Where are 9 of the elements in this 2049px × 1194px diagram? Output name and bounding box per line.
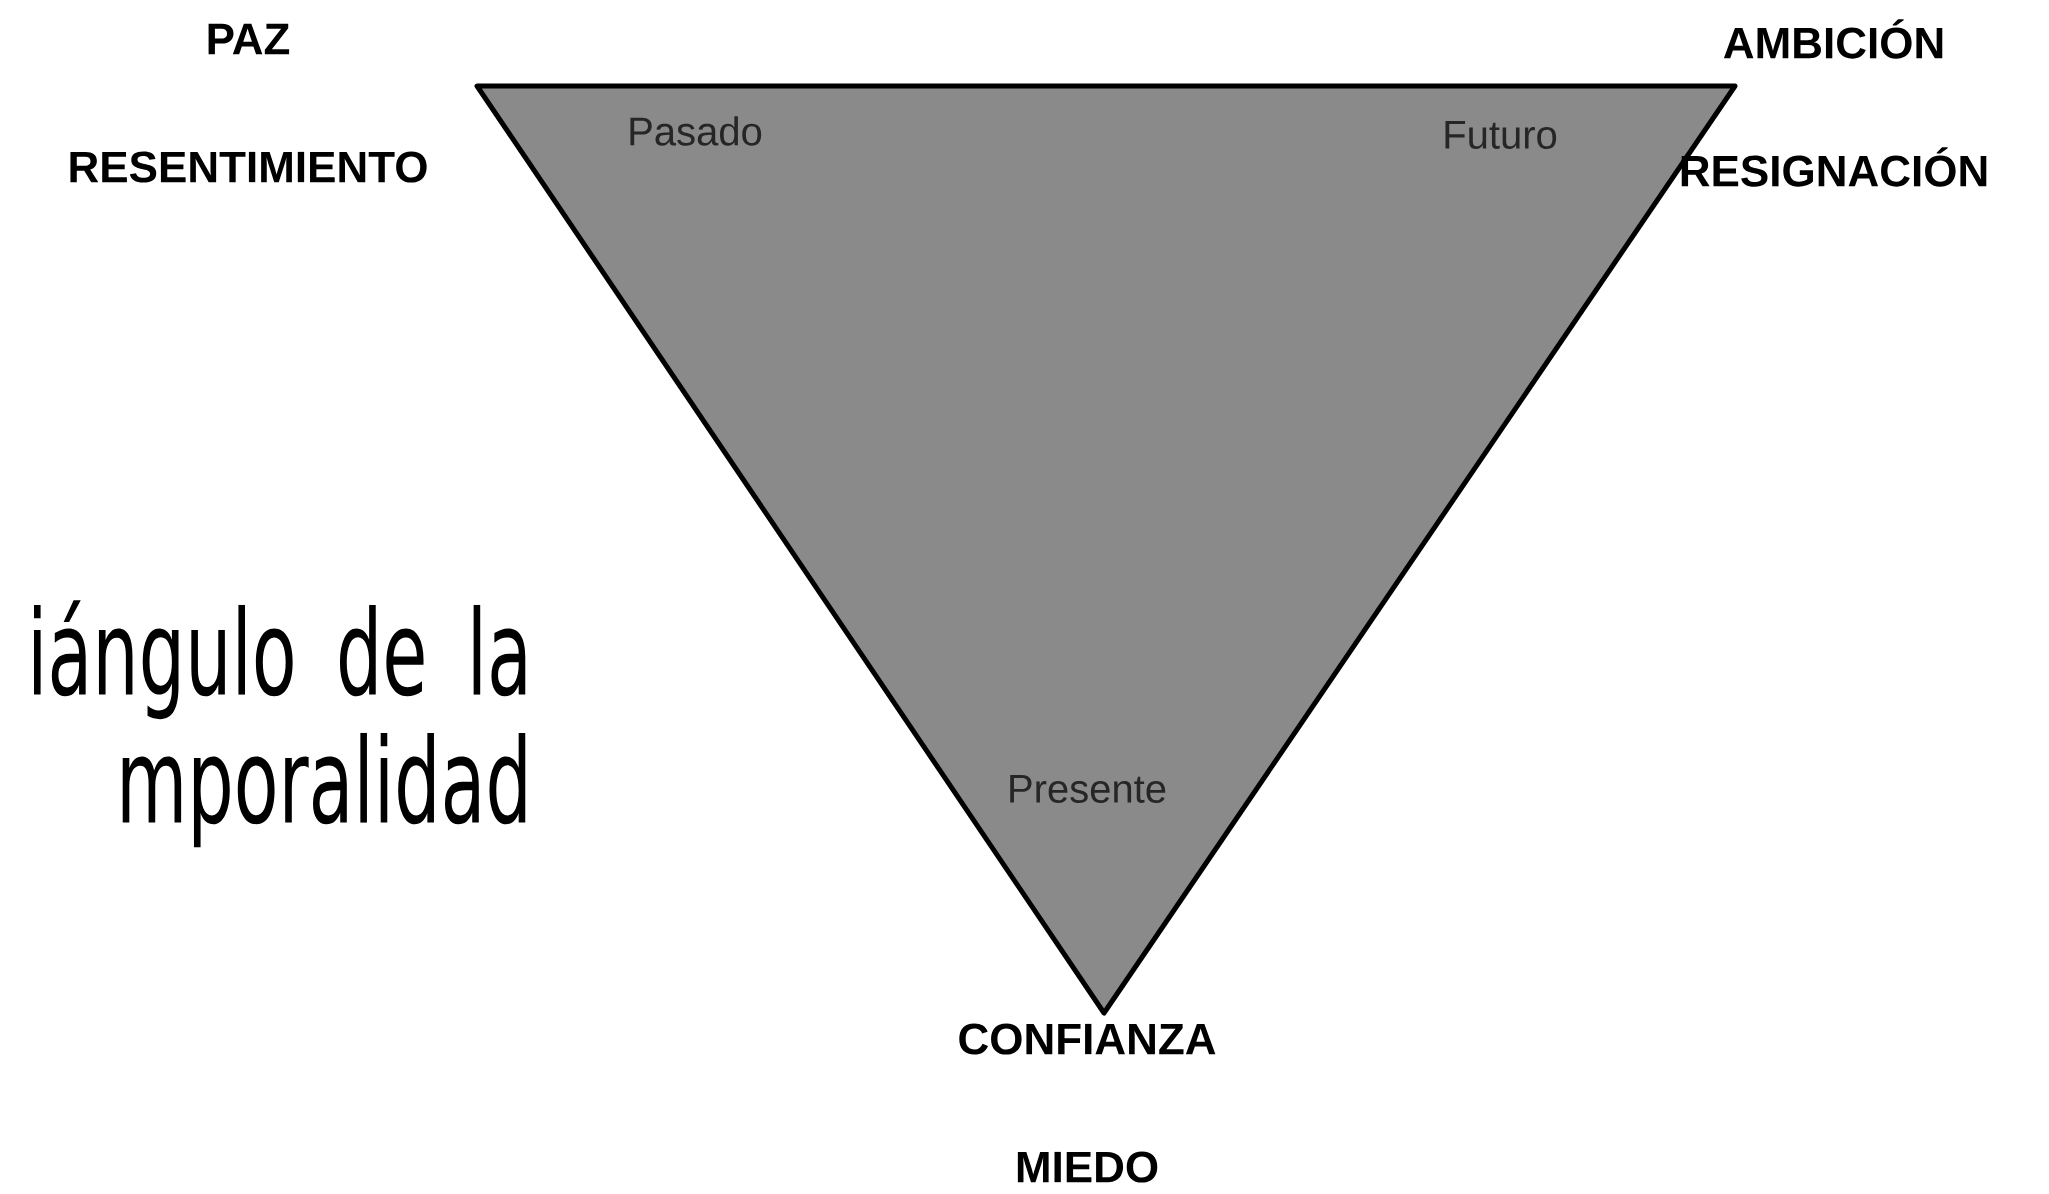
- emotion-label: AMBICIÓN: [1723, 19, 1943, 59]
- emotion-label: MIEDO: [1017, 1151, 1158, 1183]
- emotion-label: RESENTIMIENTO: [70, 151, 427, 183]
- vertex-label: Futuro: [1445, 121, 1557, 149]
- title: iángulo de la mporalidad: [34, 600, 526, 848]
- emotion-label: RESIGNACIÓN: [1681, 147, 1987, 187]
- vertex-label: Presente: [1010, 775, 1166, 803]
- emotion-label: PAZ: [208, 23, 290, 55]
- vertex-label: Pasado: [630, 116, 762, 146]
